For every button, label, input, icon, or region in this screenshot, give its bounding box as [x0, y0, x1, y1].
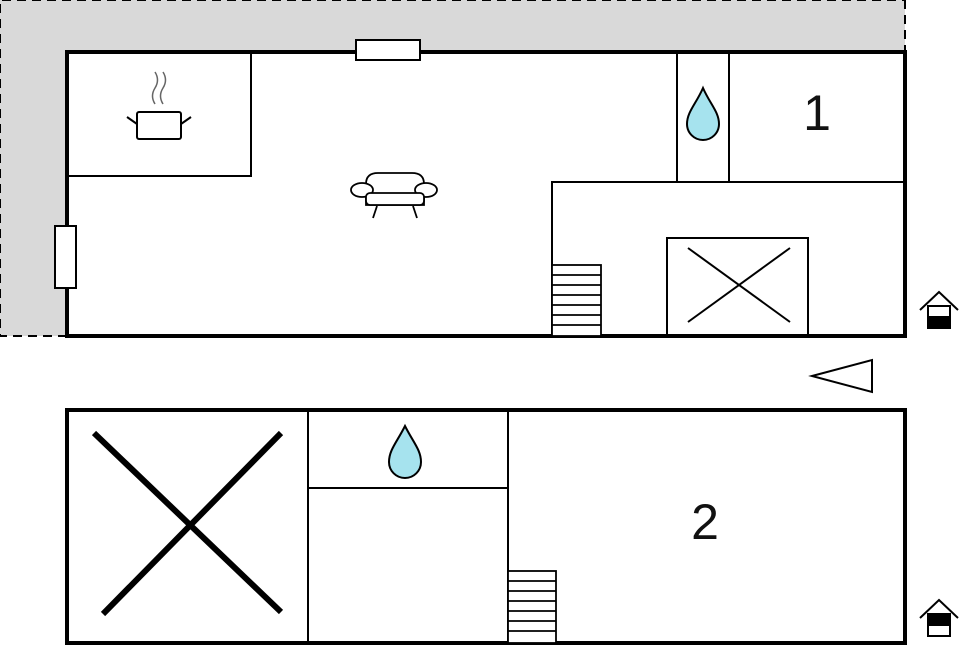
window-left	[54, 225, 77, 289]
terrace-area	[0, 0, 906, 337]
house-level-icon	[919, 290, 959, 329]
direction-arrow-icon	[808, 358, 873, 394]
room-number-2: 2	[691, 494, 719, 550]
floor-1-outline	[65, 50, 907, 338]
stairs-icon	[507, 570, 557, 644]
floor-1: 1	[54, 39, 959, 338]
pot-icon	[126, 71, 192, 140]
armchair-icon	[350, 172, 438, 219]
house-level-icon	[919, 598, 959, 637]
void-cross-icon	[91, 430, 284, 617]
floor-2-outline	[65, 408, 907, 645]
stairs-icon	[551, 264, 602, 337]
room-number-1: 1	[803, 85, 831, 141]
window-top	[355, 39, 421, 61]
void-cross-icon	[666, 237, 809, 337]
water-drop-icon	[685, 85, 721, 141]
floor-2: 2	[65, 408, 959, 645]
water-drop-icon	[387, 423, 423, 479]
